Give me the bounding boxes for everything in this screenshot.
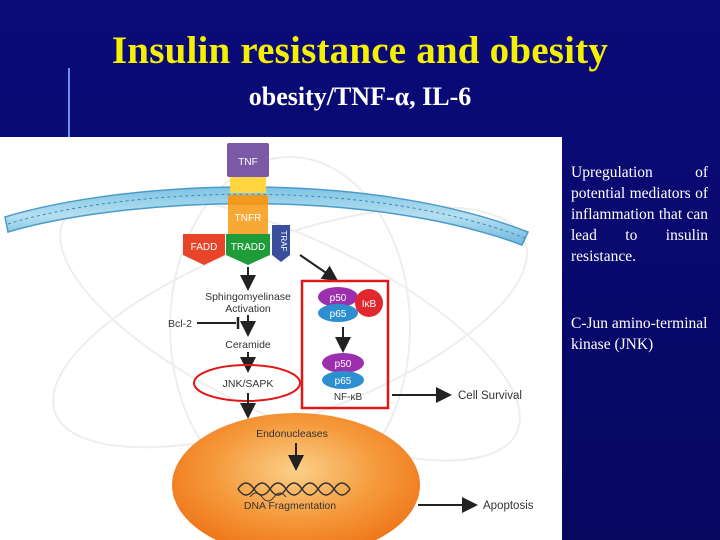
note-upregulation: Upregulation of potential mediators of i… (571, 164, 708, 265)
traf-adaptor: TRAF (272, 225, 290, 262)
tradd-label: TRADD (231, 242, 265, 253)
dna-fragmentation-label: DNA Fragmentation (244, 500, 336, 512)
nfkb-highlight-box (300, 279, 390, 410)
accent-line (68, 68, 70, 138)
nfkb-ikb-complex: p50 p65 IκB (318, 287, 383, 322)
nucleus (172, 413, 420, 540)
tradd-adaptor: TRADD (226, 234, 270, 265)
traf-label: TRAF (279, 231, 288, 252)
jnk-label: JNK/SAPK (223, 378, 274, 390)
tnfr-label: TNFR (235, 213, 262, 224)
membrane-texture (7, 193, 526, 239)
nfkb-label: NF-κB (334, 392, 363, 403)
cell-membrane (4, 186, 530, 246)
fadd-label: FADD (191, 242, 218, 253)
p50-active-label: p50 (335, 359, 352, 370)
tnf-ligand: TNF (227, 143, 269, 193)
p50-label: p50 (330, 293, 347, 304)
ceramide-label: Ceramide (225, 339, 271, 351)
ikb-label: IκB (362, 299, 377, 310)
tnf-signaling-figure: TNF TNFR FADD TRADD TRAF Sphingomyelinas… (0, 137, 562, 540)
activation-label: Activation (225, 303, 271, 315)
tnf-label: TNF (238, 157, 257, 168)
p65-active-label: p65 (335, 376, 352, 387)
fadd-adaptor: FADD (183, 234, 225, 265)
tnf-pathway-diagram: TNF TNFR FADD TRADD TRAF Sphingomyelinas… (4, 143, 534, 540)
endonucleases-label: Endonucleases (256, 428, 328, 440)
sphingomyelinase-label: Sphingomyelinase (205, 291, 291, 303)
cell-survival-label: Cell Survival (458, 390, 522, 402)
slide-subtitle: obesity/TNF-α, IL-6 (248, 82, 472, 111)
slide-title: Insulin resistance and obesity (111, 29, 609, 72)
dna-strands-icon (237, 482, 351, 502)
apoptosis-label: Apoptosis (483, 500, 534, 512)
tnfr-receptor: TNFR (228, 195, 268, 235)
note-jnk: C-Jun amino-terminal kinase (JNK) (571, 315, 708, 353)
active-nfkb: p50 p65 NF-κB (322, 353, 364, 403)
arrow-to-nfkb (299, 254, 339, 282)
bcl2-label: Bcl-2 (168, 318, 192, 330)
p65-label: p65 (330, 309, 347, 320)
